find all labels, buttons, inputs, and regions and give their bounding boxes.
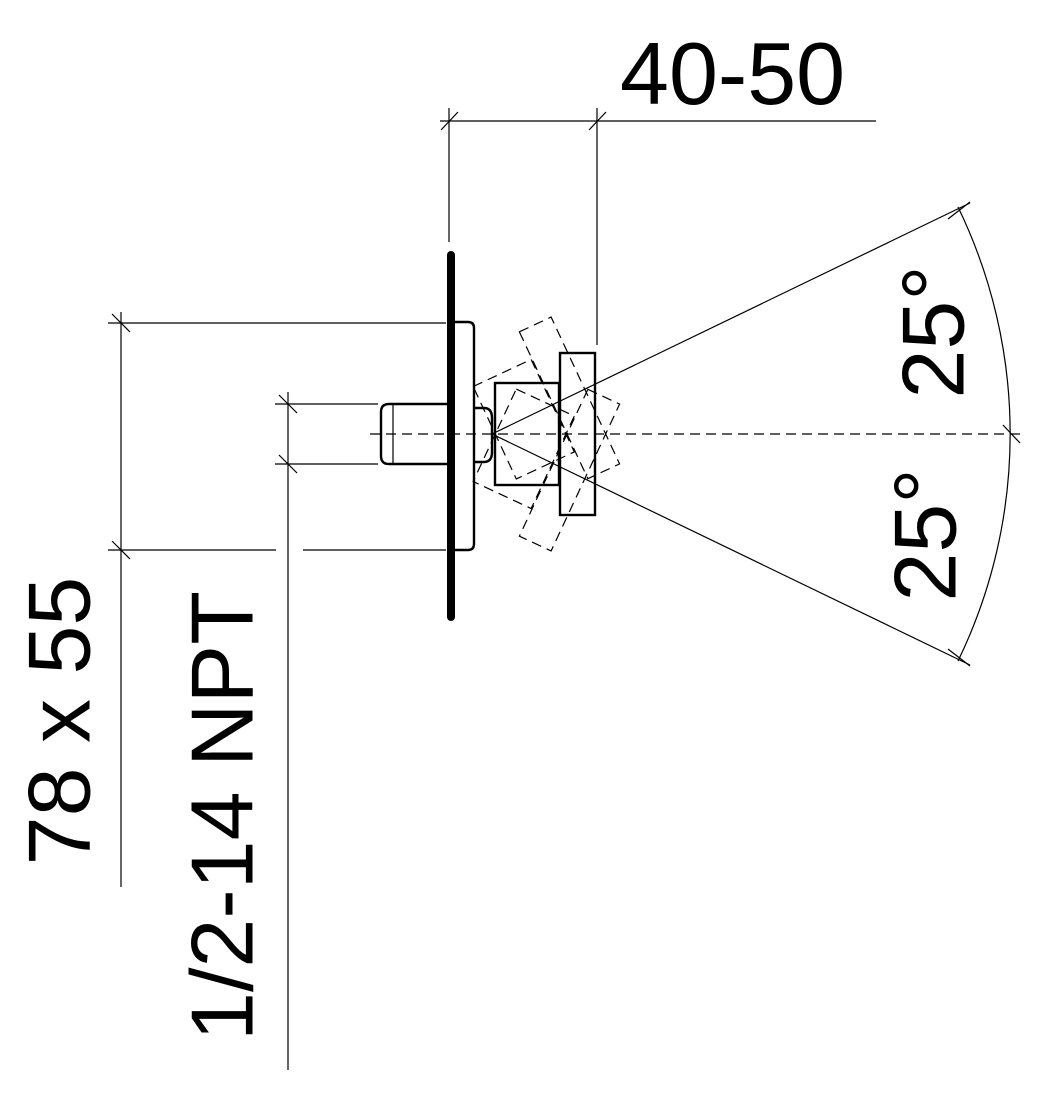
rosette-dimension-label: 78 x 55 <box>9 577 108 866</box>
rosette-tick-bottom <box>111 540 131 560</box>
arc-tick-bottom <box>947 648 971 667</box>
depth-dimension-label: 40-50 <box>620 24 845 123</box>
angle-ray-down <box>491 433 971 666</box>
angle-ray-up <box>491 202 971 435</box>
depth-tick-left <box>440 111 459 131</box>
thread-tick-top <box>278 394 298 414</box>
arc-tick-top <box>947 201 971 220</box>
angle-down-label: 25° <box>875 468 974 601</box>
threaded-stem <box>379 402 455 466</box>
depth-tick-right <box>588 111 607 131</box>
thread-tick-bottom <box>278 454 298 474</box>
rosette-body <box>455 320 476 552</box>
rosette-tick-top <box>111 313 131 333</box>
ball-joint <box>474 406 494 464</box>
angle-up-label: 25° <box>883 265 982 398</box>
thread-dimension-label: 1/2-14 NPT <box>172 591 271 1041</box>
arc-tick-mid <box>1002 424 1021 444</box>
angle-arc <box>957 206 1011 662</box>
